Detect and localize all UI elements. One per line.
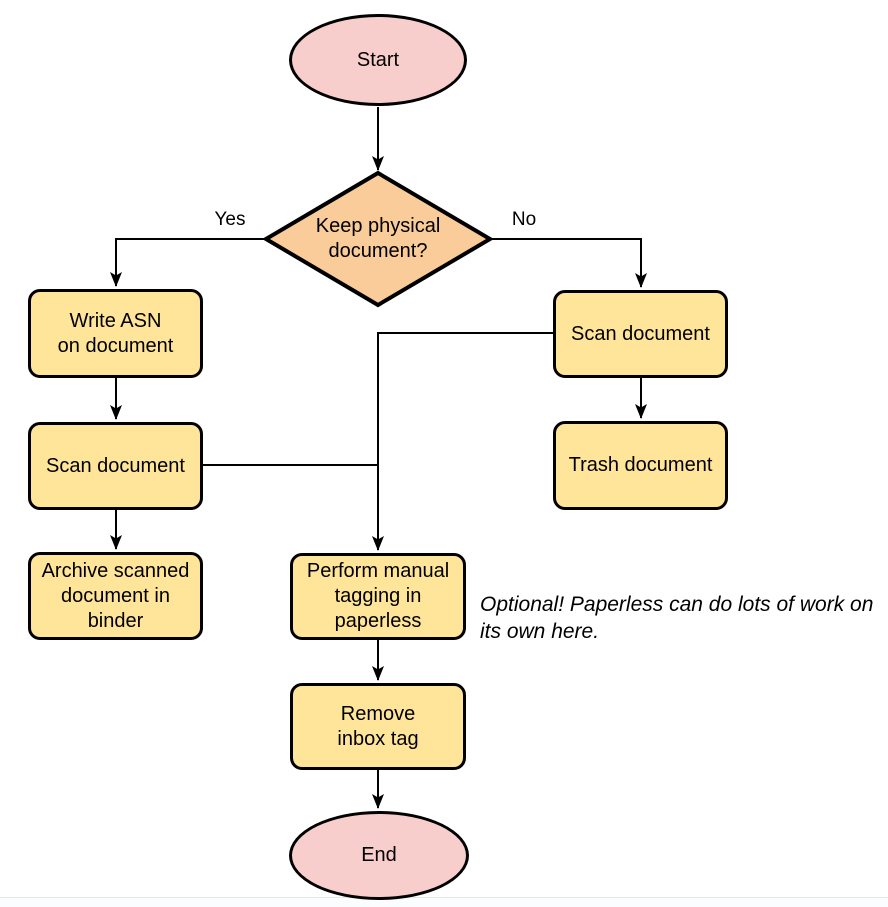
edge-decision-yes-to-write-asn <box>110 238 266 287</box>
start-node-label: Start <box>356 48 400 71</box>
tagging-node-label: Perform manual tagging in paperless <box>306 560 450 632</box>
edge-decision-no-to-scan-right <box>490 238 647 288</box>
write-asn-node-label: Write ASN on document <box>57 309 174 357</box>
archive-node: Archive scanned document in binder <box>28 552 203 640</box>
no-edge-label: No <box>498 209 550 231</box>
remove-inbox-node-label: Remove inbox tag <box>337 702 419 750</box>
start-node: Start <box>289 14 467 106</box>
archive-node-label: Archive scanned document in binder <box>41 559 190 632</box>
end-node-label: End <box>361 844 397 866</box>
annotation-note: Optional! Paperless can do lots of work … <box>480 593 874 643</box>
scan-document-right-node: Scan document <box>553 290 728 378</box>
yes-edge-label: Yes <box>198 209 262 231</box>
scan-document-right-label: Scan document <box>571 322 710 345</box>
trash-node-label: Trash document <box>568 454 713 476</box>
remove-inbox-node: Remove inbox tag <box>290 683 466 770</box>
end-node: End <box>289 811 469 900</box>
edge-scan-right-to-tagging <box>372 332 553 551</box>
decision-diamond-shape <box>262 170 494 308</box>
scan-document-left-label: Scan document <box>46 454 185 477</box>
page-edge-line <box>0 897 888 907</box>
tagging-node: Perform manual tagging in paperless <box>290 553 466 640</box>
decision-node-label: Keep physical document? <box>315 215 441 262</box>
scan-document-left-node: Scan document <box>28 422 203 510</box>
trash-node: Trash document <box>553 421 728 510</box>
write-asn-node: Write ASN on document <box>28 289 203 378</box>
